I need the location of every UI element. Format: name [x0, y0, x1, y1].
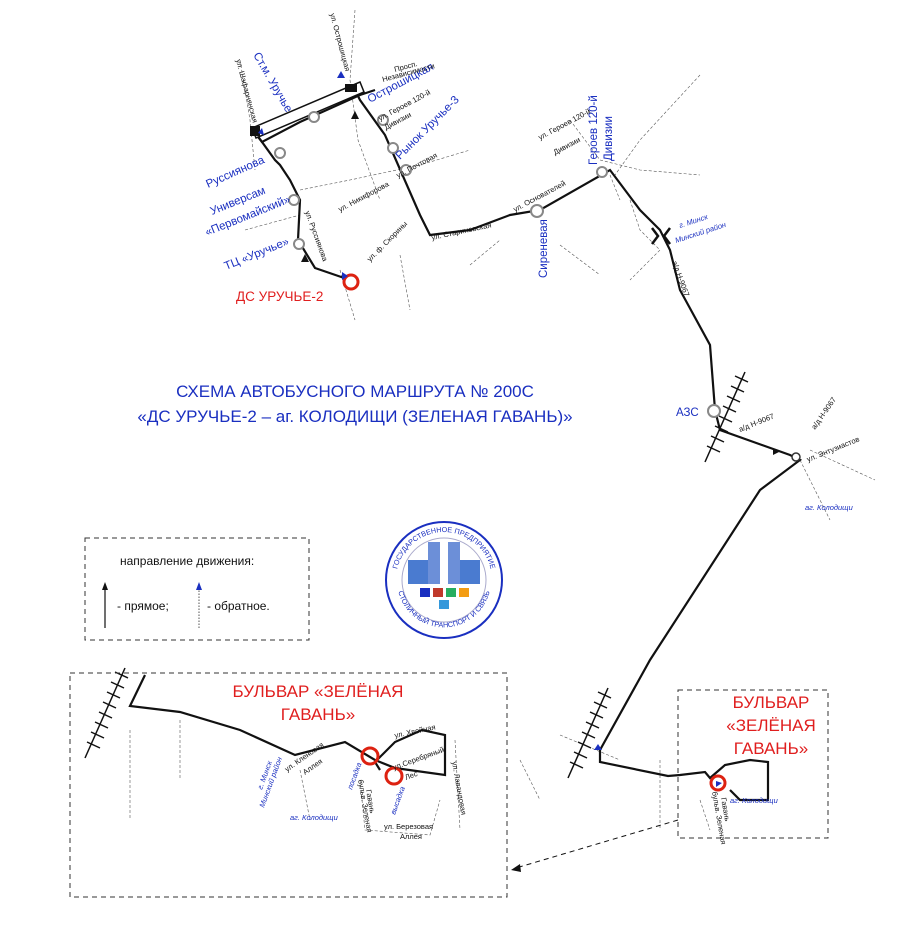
svg-text:ул. Героев 120-й: ул. Героев 120-й — [537, 107, 592, 142]
svg-text:ул. Березовая: ул. Березовая — [384, 822, 433, 831]
city-boundary-mark — [651, 227, 671, 245]
svg-text:Дивизии: Дивизии — [552, 135, 582, 157]
stop-marker-rynok — [387, 142, 399, 154]
stop-label-azs: АЗС — [676, 407, 699, 419]
legend-heading: направление движения: — [120, 554, 254, 568]
svg-text:ул. Никифорова: ул. Никифорова — [337, 179, 391, 214]
stop-marker-ostroshitskaya — [377, 114, 389, 126]
svg-text:Аллея: Аллея — [400, 832, 422, 841]
stop-marker-geroev — [596, 166, 608, 178]
svg-text:ул.Серебряный: ул.Серебряный — [392, 745, 446, 772]
svg-text:ул. Хвойная: ул. Хвойная — [394, 722, 437, 739]
stop-label-geroev2: Дивизии — [603, 116, 615, 161]
legend-forward: - прямое; — [117, 599, 169, 613]
stop-label-tc: ТЦ «Уручье» — [223, 236, 291, 273]
map-title: СХЕМА АВТОБУСНОГО МАРШРУТА № 200С «ДС УР… — [137, 382, 572, 426]
legend-backward: - обратное. — [207, 599, 270, 613]
legend: направление движения: - прямое; - обратн… — [84, 537, 310, 641]
stop-marker-sirenevaya — [530, 204, 544, 218]
inset-large-heading-2: ГАВАНЬ» — [281, 705, 355, 724]
stop-label-st-m-uruchye: Ст.м. Уручье — [250, 51, 294, 115]
svg-text:ул. Лавандовая: ул. Лавандовая — [450, 761, 468, 816]
svg-text:ул. Острошицкая: ул. Острошицкая — [328, 12, 352, 72]
inset-zelenaya-gavan-small: БУЛЬВАР «ЗЕЛЁНАЯ ГАВАНЬ» бульв. Зеленая … — [677, 689, 829, 845]
svg-text:аг. Колодищи: аг. Колодищи — [290, 813, 339, 822]
svg-text:а/д Н-9067: а/д Н-9067 — [737, 412, 775, 434]
stop-marker-rynok2 — [400, 164, 412, 176]
stop-marker-tc — [293, 238, 305, 250]
inset-large-heading-1: БУЛЬВАР «ЗЕЛЁНАЯ — [233, 682, 404, 701]
inset-connector-arrow — [511, 819, 679, 872]
svg-text:ул. Шафарнянская: ул. Шафарнянская — [234, 58, 260, 124]
svg-text:Лес: Лес — [404, 769, 419, 782]
inset-small-heading-2: «ЗЕЛЁНАЯ — [726, 716, 815, 735]
svg-text:ул. Энтузиастов: ул. Энтузиастов — [805, 435, 860, 464]
stop-label-russiyanova: Руссиянова — [204, 154, 267, 191]
stop-marker-st-m-uruchye — [308, 111, 320, 123]
inset-small-heading-1: БУЛЬВАР — [733, 693, 810, 712]
title-line-1: СХЕМА АВТОБУСНОГО МАРШРУТА № 200С — [176, 382, 534, 401]
inset-small-heading-3: ГАВАНЬ» — [734, 739, 808, 758]
company-logo: ГОСУДАРСТВЕННОЕ ПРЕДПРИЯТИЕ СТОЛИЧНЫЙ ТР… — [385, 521, 503, 639]
railway — [84, 371, 749, 779]
inset-zelenaya-gavan-large: БУЛЬВАР «ЗЕЛЁНАЯ ГАВАНЬ» ул. Хвойная ул.… — [69, 672, 508, 898]
stop-marker-ds — [342, 273, 360, 291]
svg-text:ул. Стариновская: ул. Стариновская — [431, 220, 493, 242]
stop-label-sirenevaya: Сиреневая — [538, 219, 550, 278]
svg-text:высадка: высадка — [388, 785, 406, 816]
svg-text:Гавань: Гавань — [719, 797, 732, 822]
metro-bar — [250, 81, 365, 139]
svg-text:Гавань: Гавань — [364, 789, 377, 814]
title-line-2: «ДС УРУЧЬЕ-2 – аг. КОЛОДИЩИ (ЗЕЛЕНАЯ ГАВ… — [137, 407, 572, 426]
svg-text:аг. Колодищи: аг. Колодищи — [730, 796, 779, 805]
stop-marker-russiyanova — [274, 147, 286, 159]
stop-markers — [274, 111, 801, 462]
svg-text:ул. ф. Скорины: ул. ф. Скорины — [365, 219, 409, 263]
direction-arrows — [258, 71, 779, 787]
stop-label-geroev1: Героев 120-й — [588, 95, 600, 165]
stop-marker-univ — [288, 194, 300, 206]
stop-label-ds: ДС УРУЧЬЕ-2 — [236, 289, 323, 304]
stop-marker-azs — [707, 404, 721, 418]
svg-text:а/д Н-9067: а/д Н-9067 — [809, 395, 838, 431]
stop-marker-kolodishchi — [791, 452, 801, 462]
svg-text:аг. Колодищи: аг. Колодищи — [805, 503, 854, 512]
